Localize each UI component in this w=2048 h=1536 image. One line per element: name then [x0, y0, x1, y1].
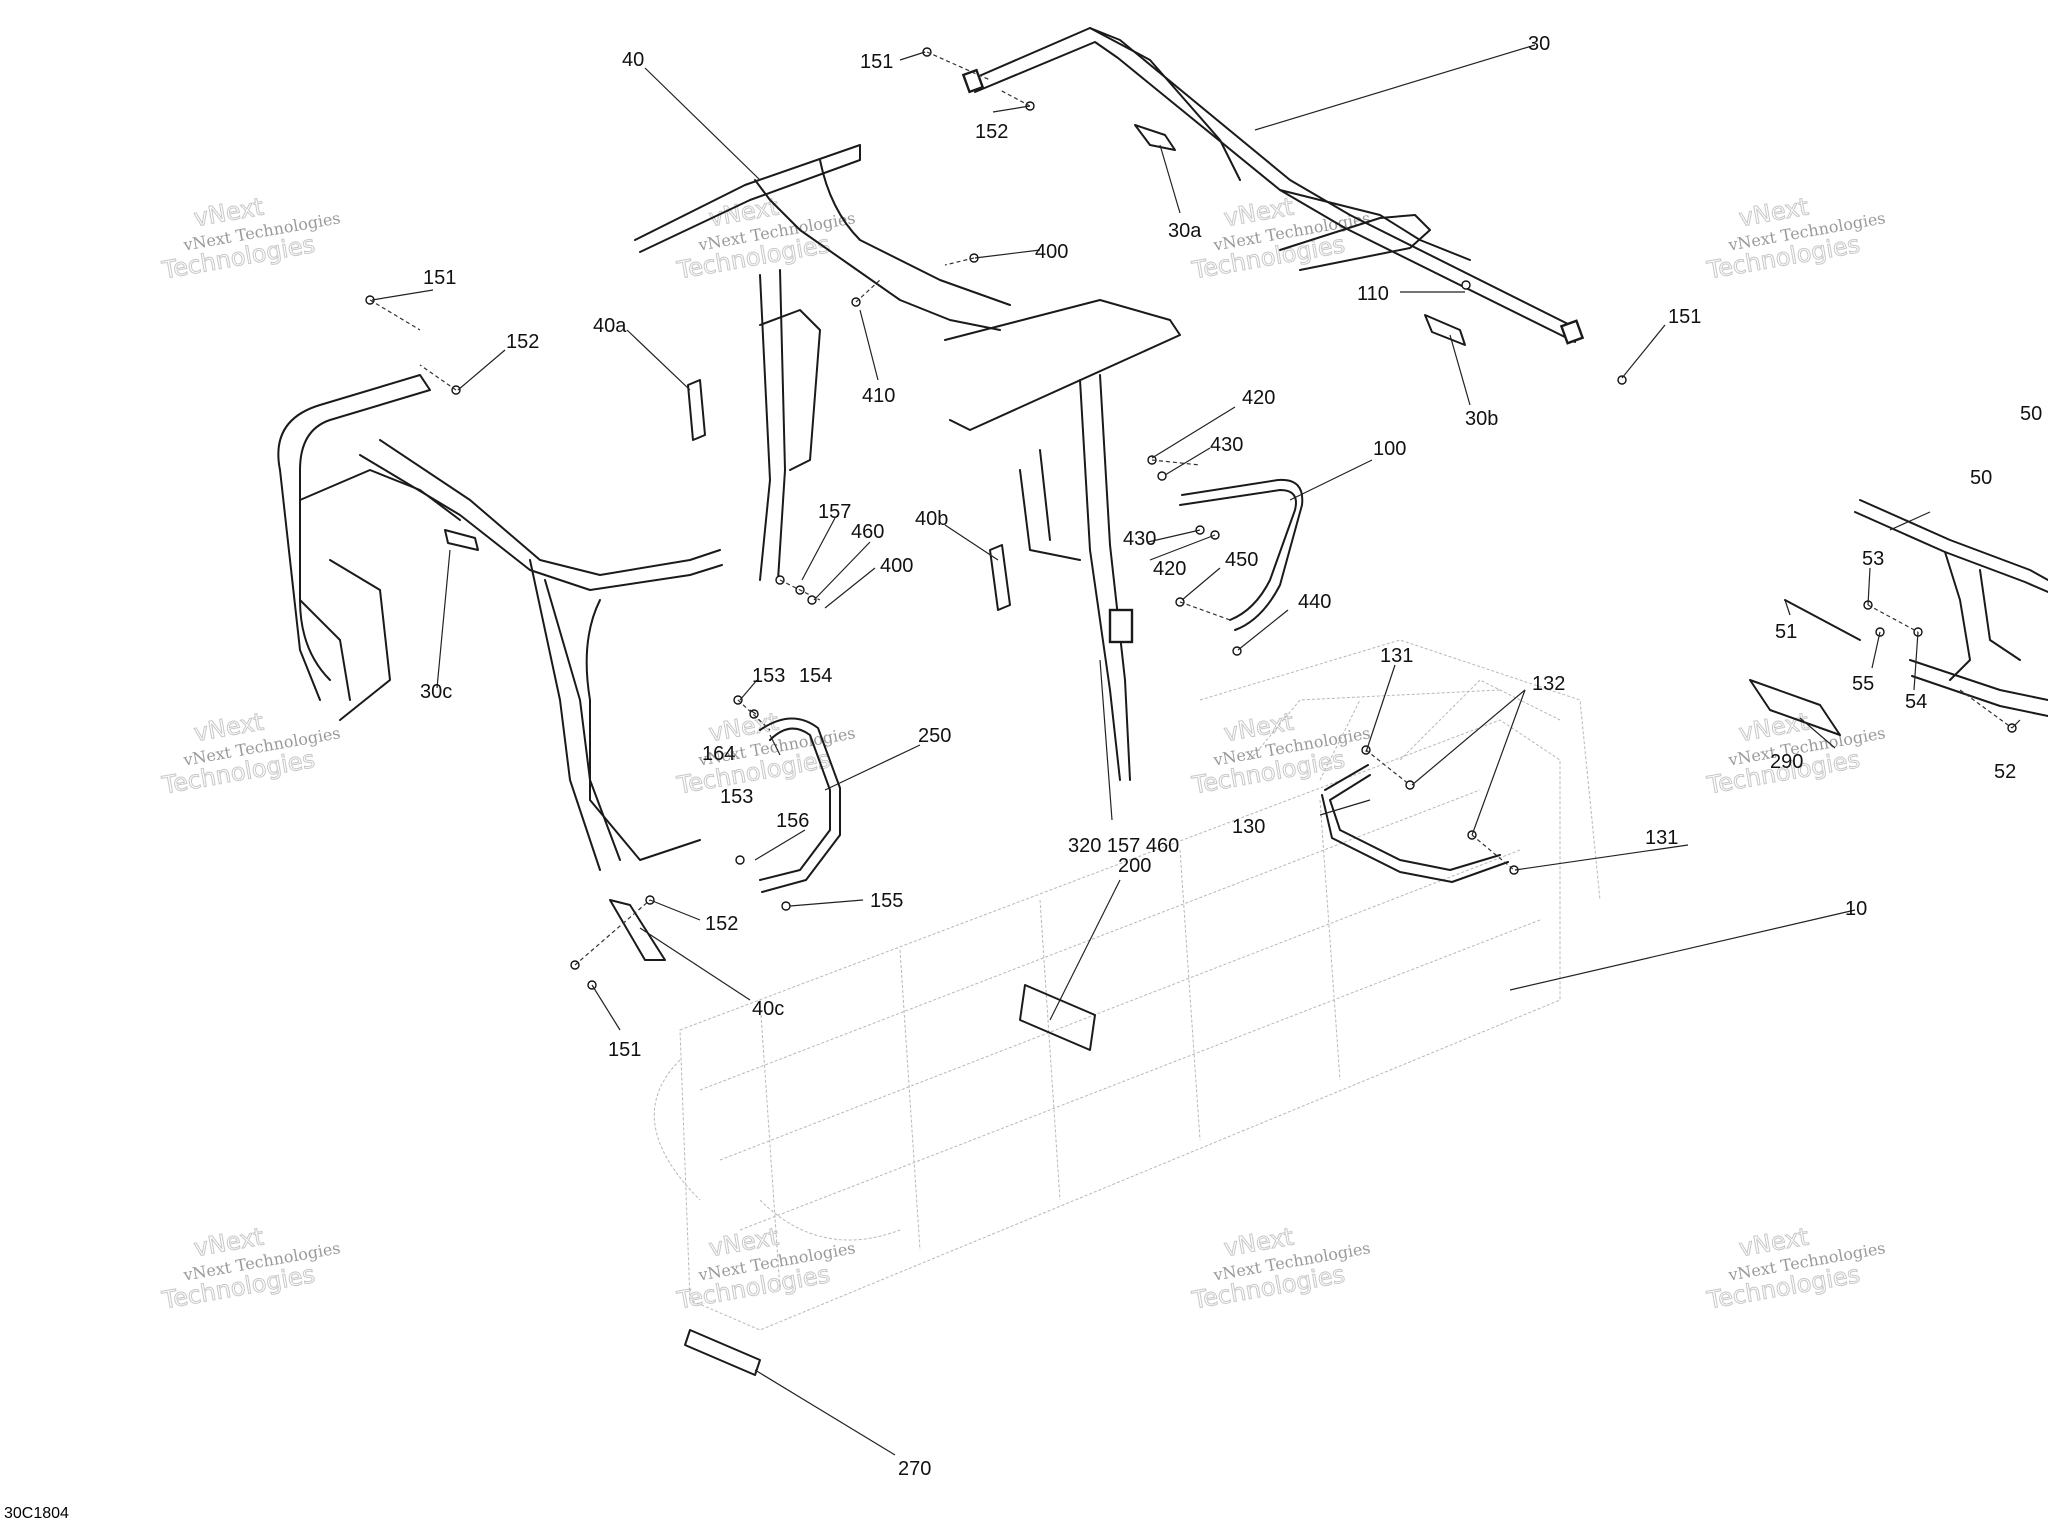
front-cage-left — [277, 374, 723, 871]
watermarks: vNext vNext Technologies Technologies vN… — [159, 192, 1887, 1315]
callout-53: 53 — [1862, 548, 1884, 570]
grab-handle-130 — [1321, 764, 1509, 883]
callout-153: 153 — [752, 665, 785, 687]
callout-400: 400 — [1035, 241, 1068, 263]
watermark: vNext vNext Technologies Technologies — [1704, 192, 1887, 285]
hardware — [365, 47, 2017, 990]
front-upper-bar — [634, 144, 1181, 781]
watermark: vNext vNext Technologies Technologies — [1704, 1222, 1887, 1315]
callout-40a: 40a — [593, 315, 627, 337]
callout-130: 130 — [1232, 816, 1265, 838]
callout-200: 200 — [1118, 855, 1151, 877]
callout-152: 152 — [975, 121, 1008, 143]
callout-450: 450 — [1225, 549, 1258, 571]
callout-100: 100 — [1373, 438, 1406, 460]
callout-420: 420 — [1242, 387, 1275, 409]
watermark: vNext vNext Technologies Technologies — [159, 1222, 342, 1315]
callout-153: 153 — [720, 786, 753, 808]
callout-151: 151 — [1668, 306, 1701, 328]
callout-40c: 40c — [752, 998, 784, 1020]
callout-50: 50 — [2020, 403, 2042, 425]
callout-430: 430 — [1210, 434, 1243, 456]
callout-50: 50 — [1970, 467, 1992, 489]
leader-lines — [371, 44, 2021, 1456]
grab-handle-250 — [759, 717, 841, 893]
watermark: vNext vNext Technologies Technologies — [1189, 707, 1372, 800]
callout-151: 151 — [860, 51, 893, 73]
callout-440: 440 — [1298, 591, 1331, 613]
callout-460: 460 — [851, 521, 884, 543]
callout-131: 131 — [1645, 827, 1678, 849]
callout-151: 151 — [423, 267, 456, 289]
callout-152: 152 — [705, 913, 738, 935]
callout-410: 410 — [862, 385, 895, 407]
watermark: vNext vNext Technologies Technologies — [159, 707, 342, 800]
rear-cage-bar — [961, 27, 1585, 345]
watermark: vNext vNext Technologies Technologies — [1704, 707, 1887, 800]
callout-55: 55 — [1852, 673, 1874, 695]
callout-400: 400 — [880, 555, 913, 577]
callout-151: 151 — [608, 1039, 641, 1061]
grab-handle-100 — [1179, 478, 1304, 631]
rear-right-section — [1749, 499, 2048, 736]
callout-152: 152 — [506, 331, 539, 353]
watermark: vNext vNext Technologies Technologies — [674, 707, 857, 800]
callout-52: 52 — [1994, 761, 2016, 783]
watermark: vNext vNext Technologies Technologies — [159, 192, 342, 285]
callout-30: 30 — [1528, 33, 1550, 55]
callout-40: 40 — [622, 49, 644, 71]
callout-157: 157 — [818, 501, 851, 523]
callout-250: 250 — [918, 725, 951, 747]
callout-320-157-460: 320 157 460 — [1068, 835, 1179, 857]
callout-420: 420 — [1153, 558, 1186, 580]
callout-30a: 30a — [1168, 220, 1202, 242]
callout-290: 290 — [1770, 751, 1803, 773]
assembly-axes — [369, 51, 2013, 966]
callout-51: 51 — [1775, 621, 1797, 643]
callout-30c: 30c — [420, 681, 452, 703]
callout-270: 270 — [898, 1458, 931, 1480]
callout-110: 110 — [1357, 283, 1389, 305]
watermark: vNext vNext Technologies Technologies — [674, 1222, 857, 1315]
callout-155: 155 — [870, 890, 903, 912]
callout-156: 156 — [776, 810, 809, 832]
diagram-reference-code: 30C1804 — [4, 1505, 69, 1522]
callout-430: 430 — [1123, 528, 1156, 550]
callout-40b: 40b — [915, 508, 948, 530]
watermark: vNext vNext Technologies Technologies — [1189, 1222, 1372, 1315]
watermark: vNext vNext Technologies Technologies — [1189, 192, 1372, 285]
callout-132: 132 — [1532, 673, 1565, 695]
brackets — [444, 124, 1466, 1376]
callout-10: 10 — [1845, 898, 1867, 920]
callout-labels: 30 151 152 40 30a 400 110 151 30b 151 15… — [420, 33, 2042, 1480]
callout-131: 131 — [1380, 645, 1413, 667]
callout-164: 164 — [702, 743, 735, 765]
callout-54: 54 — [1905, 691, 1927, 713]
callout-154: 154 — [799, 665, 832, 687]
callout-30b: 30b — [1465, 408, 1498, 430]
